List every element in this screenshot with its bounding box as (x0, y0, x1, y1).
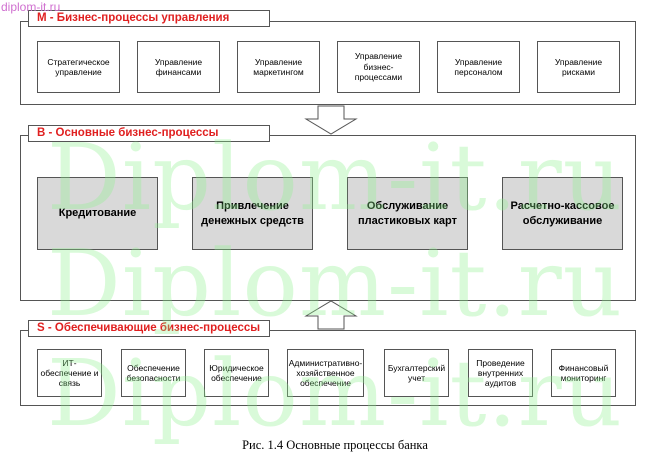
core-item-lending: Кредитование (37, 177, 158, 250)
management-group (20, 21, 636, 105)
support-item-it: ИТ-обеспечение и связь (37, 349, 102, 397)
support-item-administrative: Административно-хозяйственное обеспечени… (287, 349, 364, 397)
management-item-strategy: Стратегическое управление (37, 41, 120, 93)
core-item-plastic-cards: Обслуживание пластиковых карт (347, 177, 468, 250)
management-group-title: M - Бизнес-процессы управления (28, 10, 270, 27)
management-item-finance: Управление финансами (137, 41, 220, 93)
up-arrow-s-to-b (304, 300, 358, 330)
management-item-risks: Управление рисками (537, 41, 620, 93)
support-item-legal: Юридическое обеспечение (204, 349, 269, 397)
corner-watermark: diplom-it.ru (1, 0, 61, 14)
down-arrow-m-to-b (304, 105, 358, 135)
core-item-funds-attraction: Привлечение денежных средств (192, 177, 313, 250)
support-item-accounting: Бухгалтерский учет (384, 349, 449, 397)
figure-caption: Рис. 1.4 Основные процессы банка (242, 438, 428, 452)
core-group-title: B - Основные бизнес-процессы (28, 125, 270, 142)
management-item-business-processes: Управление бизнес-процессами (337, 41, 420, 93)
support-item-security: Обеспечение безопасности (121, 349, 186, 397)
management-item-personnel: Управление персоналом (437, 41, 520, 93)
management-item-marketing: Управление маркетингом (237, 41, 320, 93)
support-item-financial-monitoring: Финансовый мониторинг (551, 349, 616, 397)
core-item-cash-settlement: Расчетно-кассовое обслуживание (502, 177, 623, 250)
support-group-title: S - Обеспечивающие бизнес-процессы (28, 320, 270, 337)
support-item-internal-audit: Проведение внутренних аудитов (468, 349, 533, 397)
